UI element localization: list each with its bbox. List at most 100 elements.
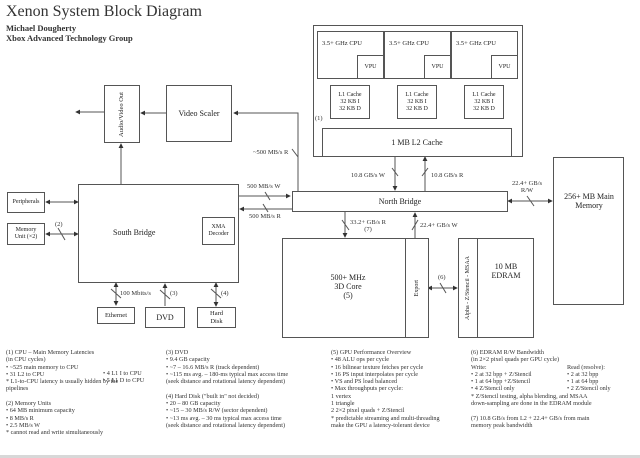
note-line: (1) CPU – Main Memory Latencies <box>6 349 95 356</box>
note-line: • Max throughputs per cycle: <box>331 385 403 393</box>
note-line: • 5 L1 D to CPU <box>103 377 145 385</box>
note-line <box>471 407 592 414</box>
note-line: • 4 Z/Stencil only <box>471 385 515 393</box>
note-line: (in 2×2 pixel quads per GPU cycle) <box>471 356 560 364</box>
note-line: * predictable streaming and multi-thread… <box>331 414 440 422</box>
cpu-core-label: 3.5+ GHz CPU <box>322 40 362 47</box>
vpu-block[interactable]: VPU <box>491 55 518 79</box>
xma-decoder-block[interactable]: XMA Decoder <box>202 217 235 245</box>
note-line: 1 triangle <box>331 400 355 408</box>
note-line: • 20 – 80 GB capacity <box>166 400 221 408</box>
note-line <box>6 393 118 400</box>
l1-cache-label: L1 Cache 32 KB I 32 KB D <box>472 91 496 112</box>
vpu-label: VPU <box>364 63 377 70</box>
memory-unit-label: Memory Unit (×2) <box>14 227 38 240</box>
note-line: (4) Hard Disk ("built in" not decided) <box>166 392 260 400</box>
peripherals-label: Peripherals <box>12 199 40 205</box>
note-line: • 16 bilinear texture fetches per cycle <box>331 363 424 371</box>
note-line: Write: <box>471 363 487 371</box>
l2-read-label: 10.8 GB/s R <box>431 172 464 179</box>
note-line: • 1 at 64 bpp <box>567 378 599 386</box>
gpu-write-label: 22.4+ GB/s W <box>420 222 458 229</box>
note-line: (in CPU cycles) <box>6 356 46 364</box>
group-name: Xbox Advanced Technology Group <box>6 33 133 43</box>
north-bridge-block[interactable]: North Bridge <box>292 191 508 212</box>
cpu-core-label: 3.5+ GHz CPU <box>389 40 429 47</box>
note-line: (seek distance and rotational latency de… <box>166 421 286 429</box>
notes-col-3: (5) GPU Performance Overview• 48 ALU ops… <box>331 349 440 429</box>
note-line: • 8 MB/s R <box>6 414 34 422</box>
main-memory-link-label: 22.4+ GB/s R/W <box>512 180 543 194</box>
edram-logic-label: Alpha - Z/Stencil - MSAA <box>464 256 471 320</box>
note-line: (6) EDRAM R/W Bandwidth <box>471 349 544 356</box>
vpu-label: VPU <box>431 63 444 70</box>
note-line: Read (resolve): <box>567 363 605 371</box>
edram-link-note: (6) <box>438 274 446 281</box>
cpu-core-label: 3.5+ GHz CPU <box>456 40 496 47</box>
export-block[interactable]: Export <box>405 238 429 338</box>
note-line: (3) DVD <box>166 349 189 356</box>
note-line <box>166 385 288 392</box>
vpu-block[interactable]: VPU <box>357 55 384 79</box>
notes-col-1: (1) CPU – Main Memory Latencies(in CPU c… <box>6 349 118 437</box>
gpu-core-block[interactable]: 500+ MHz 3D Core (5) <box>282 238 429 338</box>
l2-cache-block[interactable]: 1 MB L2 Cache <box>322 128 512 157</box>
l1-cache-block[interactable]: L1 Cache 32 KB I 32 KB D <box>397 85 437 119</box>
north-bridge-label: North Bridge <box>378 197 422 206</box>
page-bottom-divider <box>0 455 640 458</box>
sb-write-label: 500 MB/s W <box>247 183 281 190</box>
ethernet-block[interactable]: Ethernet <box>97 307 135 324</box>
l1-cache-block[interactable]: L1 Cache 32 KB I 32 KB D <box>330 85 370 119</box>
note-line: • 4 L1 I to CPU <box>103 370 142 377</box>
notes-col-4: (6) EDRAM R/W Bandwidth(in 2×2 pixel qua… <box>471 349 592 429</box>
dvd-label: DVD <box>156 313 174 322</box>
gpu-read-label: 33.2+ GB/s R (7) <box>350 219 386 233</box>
av-out-label: Audio/Video Out <box>118 91 126 137</box>
dvd-block[interactable]: DVD <box>145 307 185 328</box>
hard-disk-block[interactable]: Hard Disk <box>197 307 236 328</box>
note-line: (5) GPU Performance Overview <box>331 349 412 356</box>
edram-logic-block[interactable]: Alpha - Z/Stencil - MSAA <box>458 238 478 338</box>
memory-unit-block[interactable]: Memory Unit (×2) <box>7 223 45 245</box>
dvd-note: (3) <box>170 290 178 297</box>
note-line: memory peak bandwidth <box>471 421 533 429</box>
south-bridge-label: South Bridge <box>113 228 156 237</box>
hard-disk-label: Hard Disk <box>210 310 223 325</box>
note-line: • 48 ALU ops per cycle <box>331 356 390 364</box>
note-line: • 1 at 64 bpp +Z/Stencil <box>471 378 531 386</box>
note-line: • VS and PS load balanced <box>331 378 398 386</box>
vpu-label: VPU <box>498 63 511 70</box>
notes-col-4-right: Read (resolve):• 2 at 32 bpp• 1 at 64 bp… <box>567 364 611 393</box>
note-line: • 16 PS input interpolates per cycle <box>331 370 419 378</box>
notes-col-2: (3) DVD• 9.4 GB capacity• ~7 – 16.6 MB/s… <box>166 349 288 429</box>
export-label: Export <box>413 279 420 297</box>
note-line: 2 2×2 pixel quads + Z/Stencil <box>331 407 405 415</box>
ethernet-label: Ethernet <box>104 311 128 319</box>
peripherals-block[interactable]: Peripherals <box>7 192 45 213</box>
note-line: pipelines <box>6 385 29 393</box>
video-scaler-block[interactable]: Video Scaler <box>166 85 232 142</box>
notes-col-1-right: • 4 L1 I to CPU• 5 L1 D to CPU <box>103 370 144 385</box>
video-scaler-label: Video Scaler <box>178 109 220 118</box>
main-memory-block[interactable]: 256+ MB Main Memory <box>553 157 624 305</box>
note-line: (seek distance and rotational latency de… <box>166 378 286 386</box>
av-out-block[interactable]: Audio/Video Out <box>104 85 140 143</box>
memory-unit-note: (2) <box>55 221 63 228</box>
note-line: • 64 MB minimum capacity <box>6 407 75 415</box>
l2-cache-label: 1 MB L2 Cache <box>391 138 443 147</box>
l1-cache-block[interactable]: L1 Cache 32 KB I 32 KB D <box>464 85 504 119</box>
note-line: • 2 Z/Stencil only <box>567 385 611 393</box>
l1-cache-label: L1 Cache 32 KB I 32 KB D <box>338 91 362 112</box>
page-title: Xenon System Block Diagram <box>6 3 202 20</box>
edram-label: 10 MB EDRAM <box>491 262 521 280</box>
sb-read-label: 500 MB/s R <box>249 213 281 220</box>
note-line: • 9.4 GB capacity <box>166 356 210 364</box>
note-line: • ~525 main memory to CPU <box>6 363 79 371</box>
note-line: make the GPU a latency-tolerant device <box>331 421 430 429</box>
scaler-read-label: ~500 MB/s R <box>253 149 289 156</box>
author-name: Michael Dougherty <box>6 23 77 33</box>
note-line: (7) 10.8 GB/s from L2 + 22.4+ GB/s from … <box>471 414 590 422</box>
vpu-block[interactable]: VPU <box>424 55 451 79</box>
note-line: • 2 at 32 bpp + Z/Stencil <box>471 370 532 378</box>
